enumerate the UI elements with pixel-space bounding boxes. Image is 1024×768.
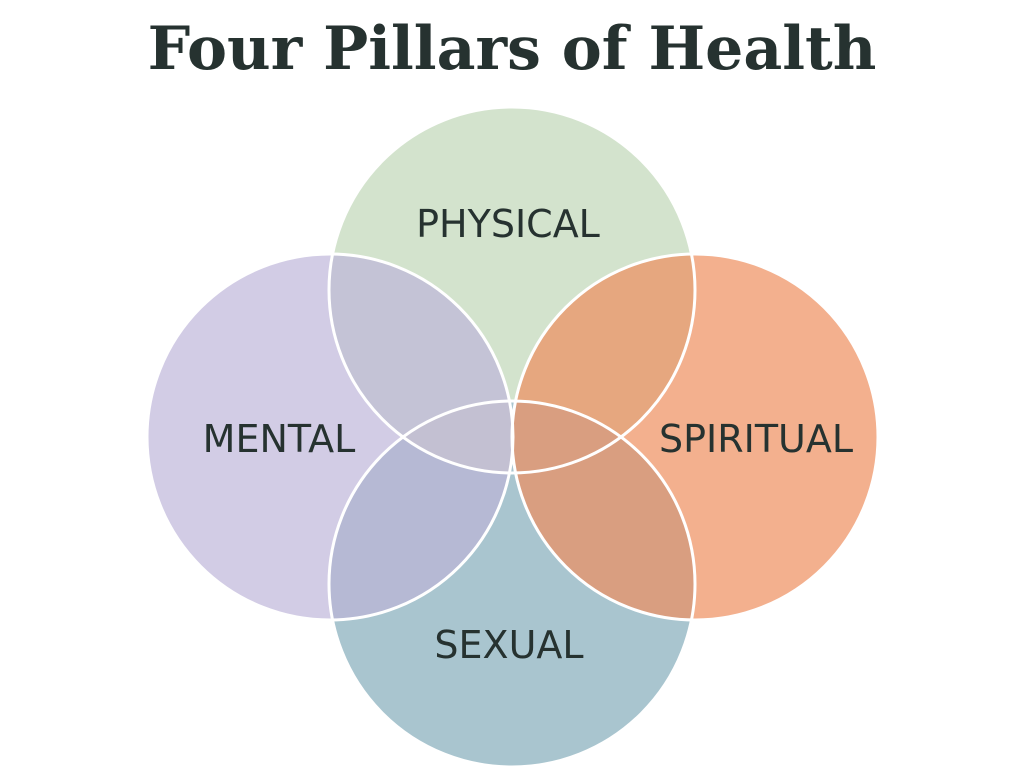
outline-spiritual <box>510 252 880 622</box>
label-mental: MENTAL <box>203 417 356 461</box>
outline-sexual <box>327 399 697 768</box>
label-sexual: SEXUAL <box>434 623 583 667</box>
diagram-title: Four Pillars of Health <box>147 14 877 84</box>
label-spiritual: SPIRITUAL <box>659 417 853 461</box>
outline-physical <box>327 105 697 475</box>
label-physical: PHYSICAL <box>416 202 600 246</box>
overlap-spiritual-sexual <box>512 401 695 620</box>
overlap-physical-spiritual <box>512 254 695 473</box>
